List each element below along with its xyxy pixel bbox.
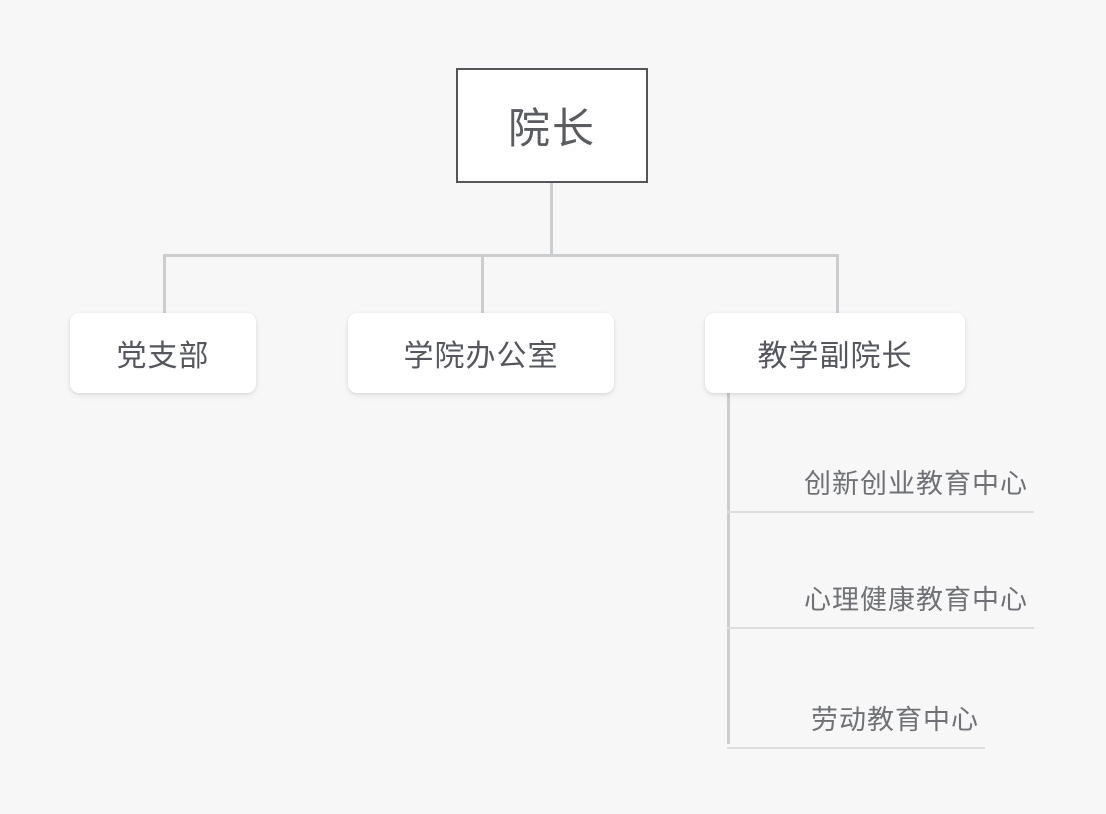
leaf-xinlijiankang-jiaoyu-zhongxin[interactable]: 心理健康教育中心 bbox=[727, 578, 1034, 629]
connector-drop-xueyuanbangongshi bbox=[481, 254, 484, 314]
node-branch-xueyuanbangongshi[interactable]: 学院办公室 bbox=[348, 313, 614, 393]
leaf-chuangxinchuangye-jiaoyu-zhongxin[interactable]: 创新创业教育中心 bbox=[727, 462, 1034, 513]
node-branch-jiaoxuefuyuanzhang[interactable]: 教学副院长 bbox=[705, 313, 965, 393]
connector-horizontal-bus bbox=[163, 254, 839, 257]
node-root-yuanzhang[interactable]: 院长 bbox=[456, 68, 648, 183]
connector-root-stem bbox=[550, 183, 553, 256]
node-branch-dangzhibu[interactable]: 党支部 bbox=[70, 313, 256, 393]
connector-drop-jiaoxuefuyuanzhang bbox=[836, 254, 839, 314]
connector-leaf-spine bbox=[727, 393, 730, 744]
connector-drop-dangzhibu bbox=[163, 254, 166, 314]
leaf-laodong-jiaoyu-zhongxin[interactable]: 劳动教育中心 bbox=[727, 698, 985, 749]
